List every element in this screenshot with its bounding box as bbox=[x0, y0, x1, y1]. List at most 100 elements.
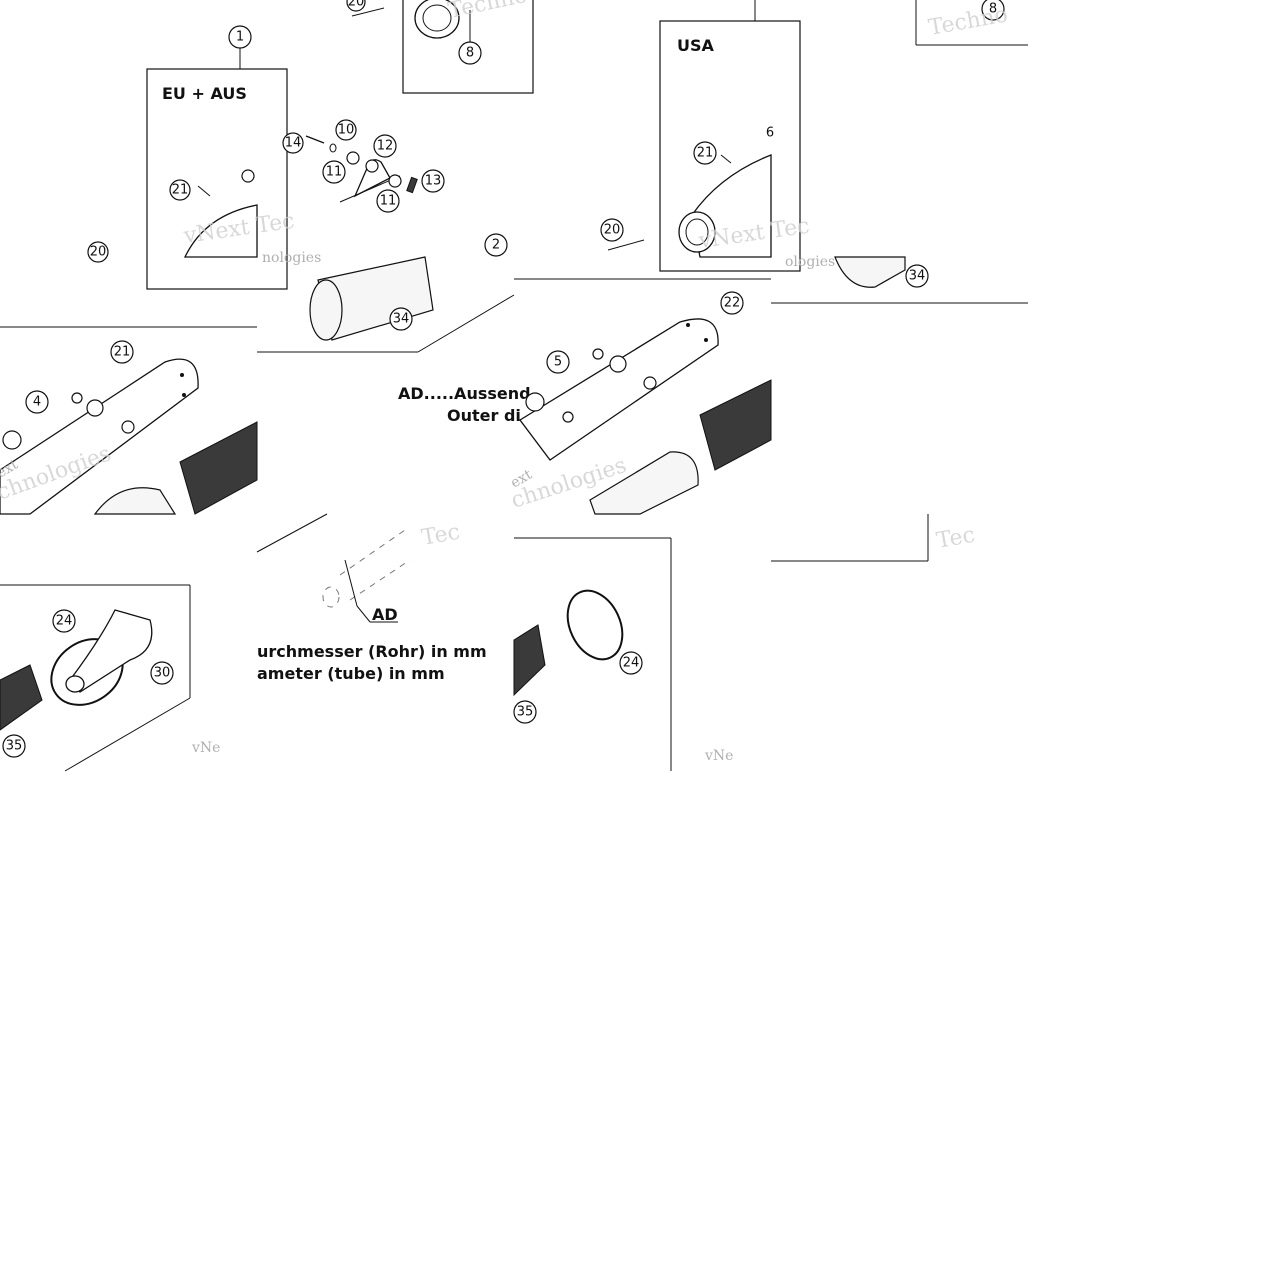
end-cap-outlet bbox=[65, 675, 85, 693]
part-marker-20 bbox=[87, 241, 109, 263]
part-number-13: 13 bbox=[425, 174, 442, 189]
washer-4b bbox=[121, 420, 135, 434]
part-marker-12 bbox=[373, 134, 397, 158]
bushing-5 bbox=[525, 392, 545, 412]
ad-definition-de-cont: urchmesser (Rohr) in mm bbox=[257, 642, 487, 661]
foam-insert-34-end bbox=[309, 279, 343, 341]
part-marker-13 bbox=[421, 169, 445, 193]
part-number-14: 14 bbox=[285, 136, 302, 151]
wool-packing-4 bbox=[179, 421, 258, 515]
silencer-body-eu bbox=[183, 204, 258, 258]
washer-5 bbox=[592, 348, 604, 360]
wool-packing-35 bbox=[0, 664, 43, 731]
rivet bbox=[180, 373, 184, 377]
ad-leader bbox=[356, 605, 371, 623]
part-number-4: 4 bbox=[33, 395, 41, 410]
part-marker-21c bbox=[110, 340, 134, 364]
part-number-35b: 35 bbox=[517, 705, 534, 720]
part-marker-11 bbox=[322, 160, 346, 184]
spring-20c bbox=[607, 239, 645, 251]
part-marker-34b bbox=[905, 264, 929, 288]
washer-11b bbox=[388, 174, 402, 188]
ring-10 bbox=[329, 143, 337, 153]
rivet bbox=[704, 338, 708, 342]
bushing-right bbox=[86, 399, 104, 417]
tile-silencer-5: 22 5 chnologies ext bbox=[508, 278, 772, 515]
part-number-11: 11 bbox=[326, 165, 343, 180]
bolt-14 bbox=[305, 135, 325, 144]
silencer-5-body bbox=[519, 318, 719, 461]
part-number-20: 20 bbox=[90, 245, 107, 260]
part-marker-34 bbox=[389, 307, 413, 331]
part-number-10: 10 bbox=[338, 123, 355, 138]
label-eu-aus: EU + AUS bbox=[162, 84, 247, 103]
part-marker-2 bbox=[484, 233, 508, 257]
watermark: Tec bbox=[935, 523, 977, 554]
usa-frame bbox=[659, 20, 801, 272]
ad-label: AD bbox=[372, 605, 398, 624]
part-number-1: 1 bbox=[236, 30, 244, 45]
tube-outline-top bbox=[339, 529, 406, 576]
watermark: nologies bbox=[262, 250, 321, 266]
part-marker-8b bbox=[981, 0, 1005, 21]
watermark: Tec bbox=[420, 520, 462, 551]
washer-4 bbox=[71, 392, 83, 404]
part-number-2: 2 bbox=[492, 238, 500, 253]
watermark: Techno bbox=[446, 0, 529, 24]
part-marker-10 bbox=[335, 119, 357, 141]
part-number-21b: 21 bbox=[697, 146, 714, 161]
bushing-left bbox=[2, 430, 22, 450]
part-marker-20c bbox=[600, 218, 624, 242]
outlet-pipe-usa bbox=[678, 211, 716, 253]
part-marker-21b bbox=[693, 141, 717, 165]
frame-diag-cap bbox=[64, 697, 191, 772]
part-marker-24 bbox=[52, 609, 76, 633]
foam-insert-top bbox=[834, 256, 906, 288]
ad-definition-en: Outer di bbox=[447, 406, 521, 425]
watermark: vNe bbox=[191, 740, 220, 756]
end-cap-30 bbox=[69, 609, 153, 693]
washer-5b bbox=[643, 376, 657, 390]
rivet bbox=[686, 323, 690, 327]
part-number-20c: 20 bbox=[604, 223, 621, 238]
part-number-8b: 8 bbox=[989, 2, 997, 17]
part-number-34: 34 bbox=[393, 312, 410, 327]
washer-small bbox=[241, 169, 255, 183]
part-number-34b: 34 bbox=[909, 269, 926, 284]
arrow-21b bbox=[720, 154, 732, 164]
part-marker-4 bbox=[25, 390, 49, 414]
part-marker-8 bbox=[458, 41, 482, 65]
part-number-21: 21 bbox=[172, 183, 189, 198]
tile-silencer-4: 21 4 chnologies ext bbox=[0, 326, 258, 515]
part-marker-5 bbox=[546, 350, 570, 374]
tile-usa: USA 21 6 20 vNext Tec bbox=[600, 0, 811, 272]
silencer-4-body bbox=[0, 358, 199, 515]
watermark: vNe bbox=[704, 748, 733, 764]
label-usa: USA bbox=[677, 36, 715, 55]
part-number-5: 5 bbox=[554, 355, 562, 370]
ad-definition-de: AD.....Aussend bbox=[398, 384, 531, 403]
part-number-11b: 11 bbox=[380, 194, 397, 209]
part-marker-30 bbox=[150, 661, 174, 685]
part-number-30: 30 bbox=[154, 666, 171, 681]
tube-end bbox=[322, 586, 340, 608]
bushing-5b bbox=[609, 355, 627, 373]
part-marker-22 bbox=[720, 291, 744, 315]
foam-insert-5 bbox=[589, 451, 699, 515]
frame-diag-ad bbox=[256, 513, 328, 553]
tile-o-ring: 24 35 vNe bbox=[513, 537, 733, 771]
arrow-21 bbox=[197, 185, 211, 197]
part-number-6: 6 bbox=[766, 126, 774, 141]
part-marker-1 bbox=[228, 25, 252, 49]
part-number-21c: 21 bbox=[114, 345, 131, 360]
rivet bbox=[182, 393, 186, 397]
washer-5c bbox=[562, 411, 574, 423]
part-marker-14 bbox=[282, 132, 304, 154]
tile-ad-measure: AD urchmesser (Rohr) in mm ameter (tube)… bbox=[256, 513, 487, 683]
frame-diag-34 bbox=[417, 294, 515, 353]
part-number-22: 22 bbox=[724, 296, 741, 311]
tile-end-cap: 24 30 35 vNe bbox=[0, 584, 220, 772]
bracket-bushing bbox=[365, 159, 379, 173]
ad-definition-en-cont: ameter (tube) in mm bbox=[257, 664, 445, 683]
